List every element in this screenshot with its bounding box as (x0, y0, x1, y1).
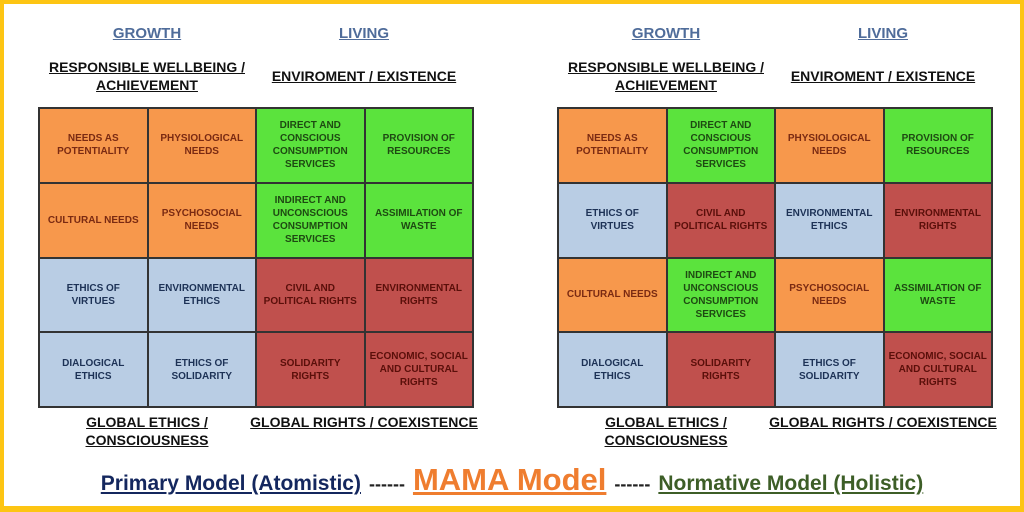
matrix-cell: CULTURAL NEEDS (558, 257, 667, 333)
matrix-cell: INDIRECT AND UNCONSCIOUS CONSUMPTION SER… (256, 182, 365, 258)
matrix-cell: ETHICS OF SOLIDARITY (775, 332, 884, 407)
matrix-cell: INDIRECT AND UNCONSCIOUS CONSUMPTION SER… (666, 257, 775, 333)
global-ethics-label: GLOBAL ETHICS / CONSCIOUSNESS (604, 414, 728, 448)
matrix-cell: SOLIDARITY RIGHTS (256, 332, 365, 407)
matrix-cell: ETHICS OF VIRTUES (39, 257, 148, 333)
matrix-cell: CIVIL AND POLITICAL RIGHTS (666, 182, 775, 258)
living-header: LIVING (857, 25, 908, 42)
matrix-cell: PHYSIOLOGICAL NEEDS (775, 108, 884, 183)
normative-model-label: Normative Model (Holistic) (658, 472, 924, 495)
matrix-cell: DIALOGICAL ETHICS (39, 332, 148, 407)
global-rights-label: GLOBAL RIGHTS / COEXISTENCE (250, 414, 478, 430)
matrix-cell: ETHICS OF SOLIDARITY (147, 332, 256, 407)
matrix-cell: ETHICS OF VIRTUES (558, 182, 667, 258)
mama-model-label: MAMA Model (412, 462, 607, 497)
matrix-cell: PROVISION OF RESOURCES (364, 108, 473, 183)
matrix-cell: PROVISION OF RESOURCES (883, 108, 992, 183)
matrix-cell: CULTURAL NEEDS (39, 182, 148, 258)
environment-header: ENVIROMENT / EXISTENCE (790, 68, 976, 84)
matrix-cell: NEEDS AS POTENTIALITY (39, 108, 148, 183)
matrix-cell: PSYCHOSOCIAL NEEDS (775, 257, 884, 333)
matrix-cell: DIALOGICAL ETHICS (558, 332, 667, 407)
growth-header: GROWTH (112, 25, 182, 42)
matrix-cell: DIRECT AND CONSCIOUS CONSUMPTION SERVICE… (666, 108, 775, 183)
matrix-cell: DIRECT AND CONSCIOUS CONSUMPTION SERVICE… (256, 108, 365, 183)
matrix-cell: PHYSIOLOGICAL NEEDS (147, 108, 256, 183)
dash-separator: ------ (614, 474, 651, 494)
living-header: LIVING (338, 25, 389, 42)
matrix-cell: ENVIRONMENTAL RIGHTS (364, 257, 473, 333)
matrix-cell: CIVIL AND POLITICAL RIGHTS (256, 257, 365, 333)
matrix-cell: ENVIRONMENTAL ETHICS (147, 257, 256, 333)
footer-title: Primary Model (Atomistic) ------ MAMA Mode… (0, 462, 1024, 498)
matrix-cell: ASSIMILATION OF WASTE (883, 257, 992, 333)
primary-model-label: Primary Model (Atomistic) (100, 472, 361, 495)
matrix-cell: ENVIRONMENTAL RIGHTS (883, 182, 992, 258)
global-ethics-label: GLOBAL ETHICS / CONSCIOUSNESS (85, 414, 209, 448)
matrix-cell: PSYCHOSOCIAL NEEDS (147, 182, 256, 258)
wellbeing-header: RESPONSIBLE WELLBEING / ACHIEVEMENT (48, 59, 245, 93)
normative-model-panel: GROWTH LIVING RESPONSIBLE WELLBEING / AC… (519, 0, 1024, 450)
matrix-cell: ENVIRONMENTAL ETHICS (775, 182, 884, 258)
matrix-cell: ECONOMIC, SOCIAL AND CULTURAL RIGHTS (883, 332, 992, 407)
wellbeing-header: RESPONSIBLE WELLBEING / ACHIEVEMENT (567, 59, 764, 93)
global-rights-label: GLOBAL RIGHTS / COEXISTENCE (769, 414, 997, 430)
primary-model-panel: GROWTH LIVING RESPONSIBLE WELLBEING / AC… (0, 0, 519, 450)
matrix-cell: NEEDS AS POTENTIALITY (558, 108, 667, 183)
matrix-cell: ASSIMILATION OF WASTE (364, 182, 473, 258)
environment-header: ENVIROMENT / EXISTENCE (271, 68, 457, 84)
matrix-cell: ECONOMIC, SOCIAL AND CULTURAL RIGHTS (364, 332, 473, 407)
matrix-cell: SOLIDARITY RIGHTS (666, 332, 775, 407)
dash-separator: ------ (368, 474, 405, 494)
growth-header: GROWTH (631, 25, 701, 42)
